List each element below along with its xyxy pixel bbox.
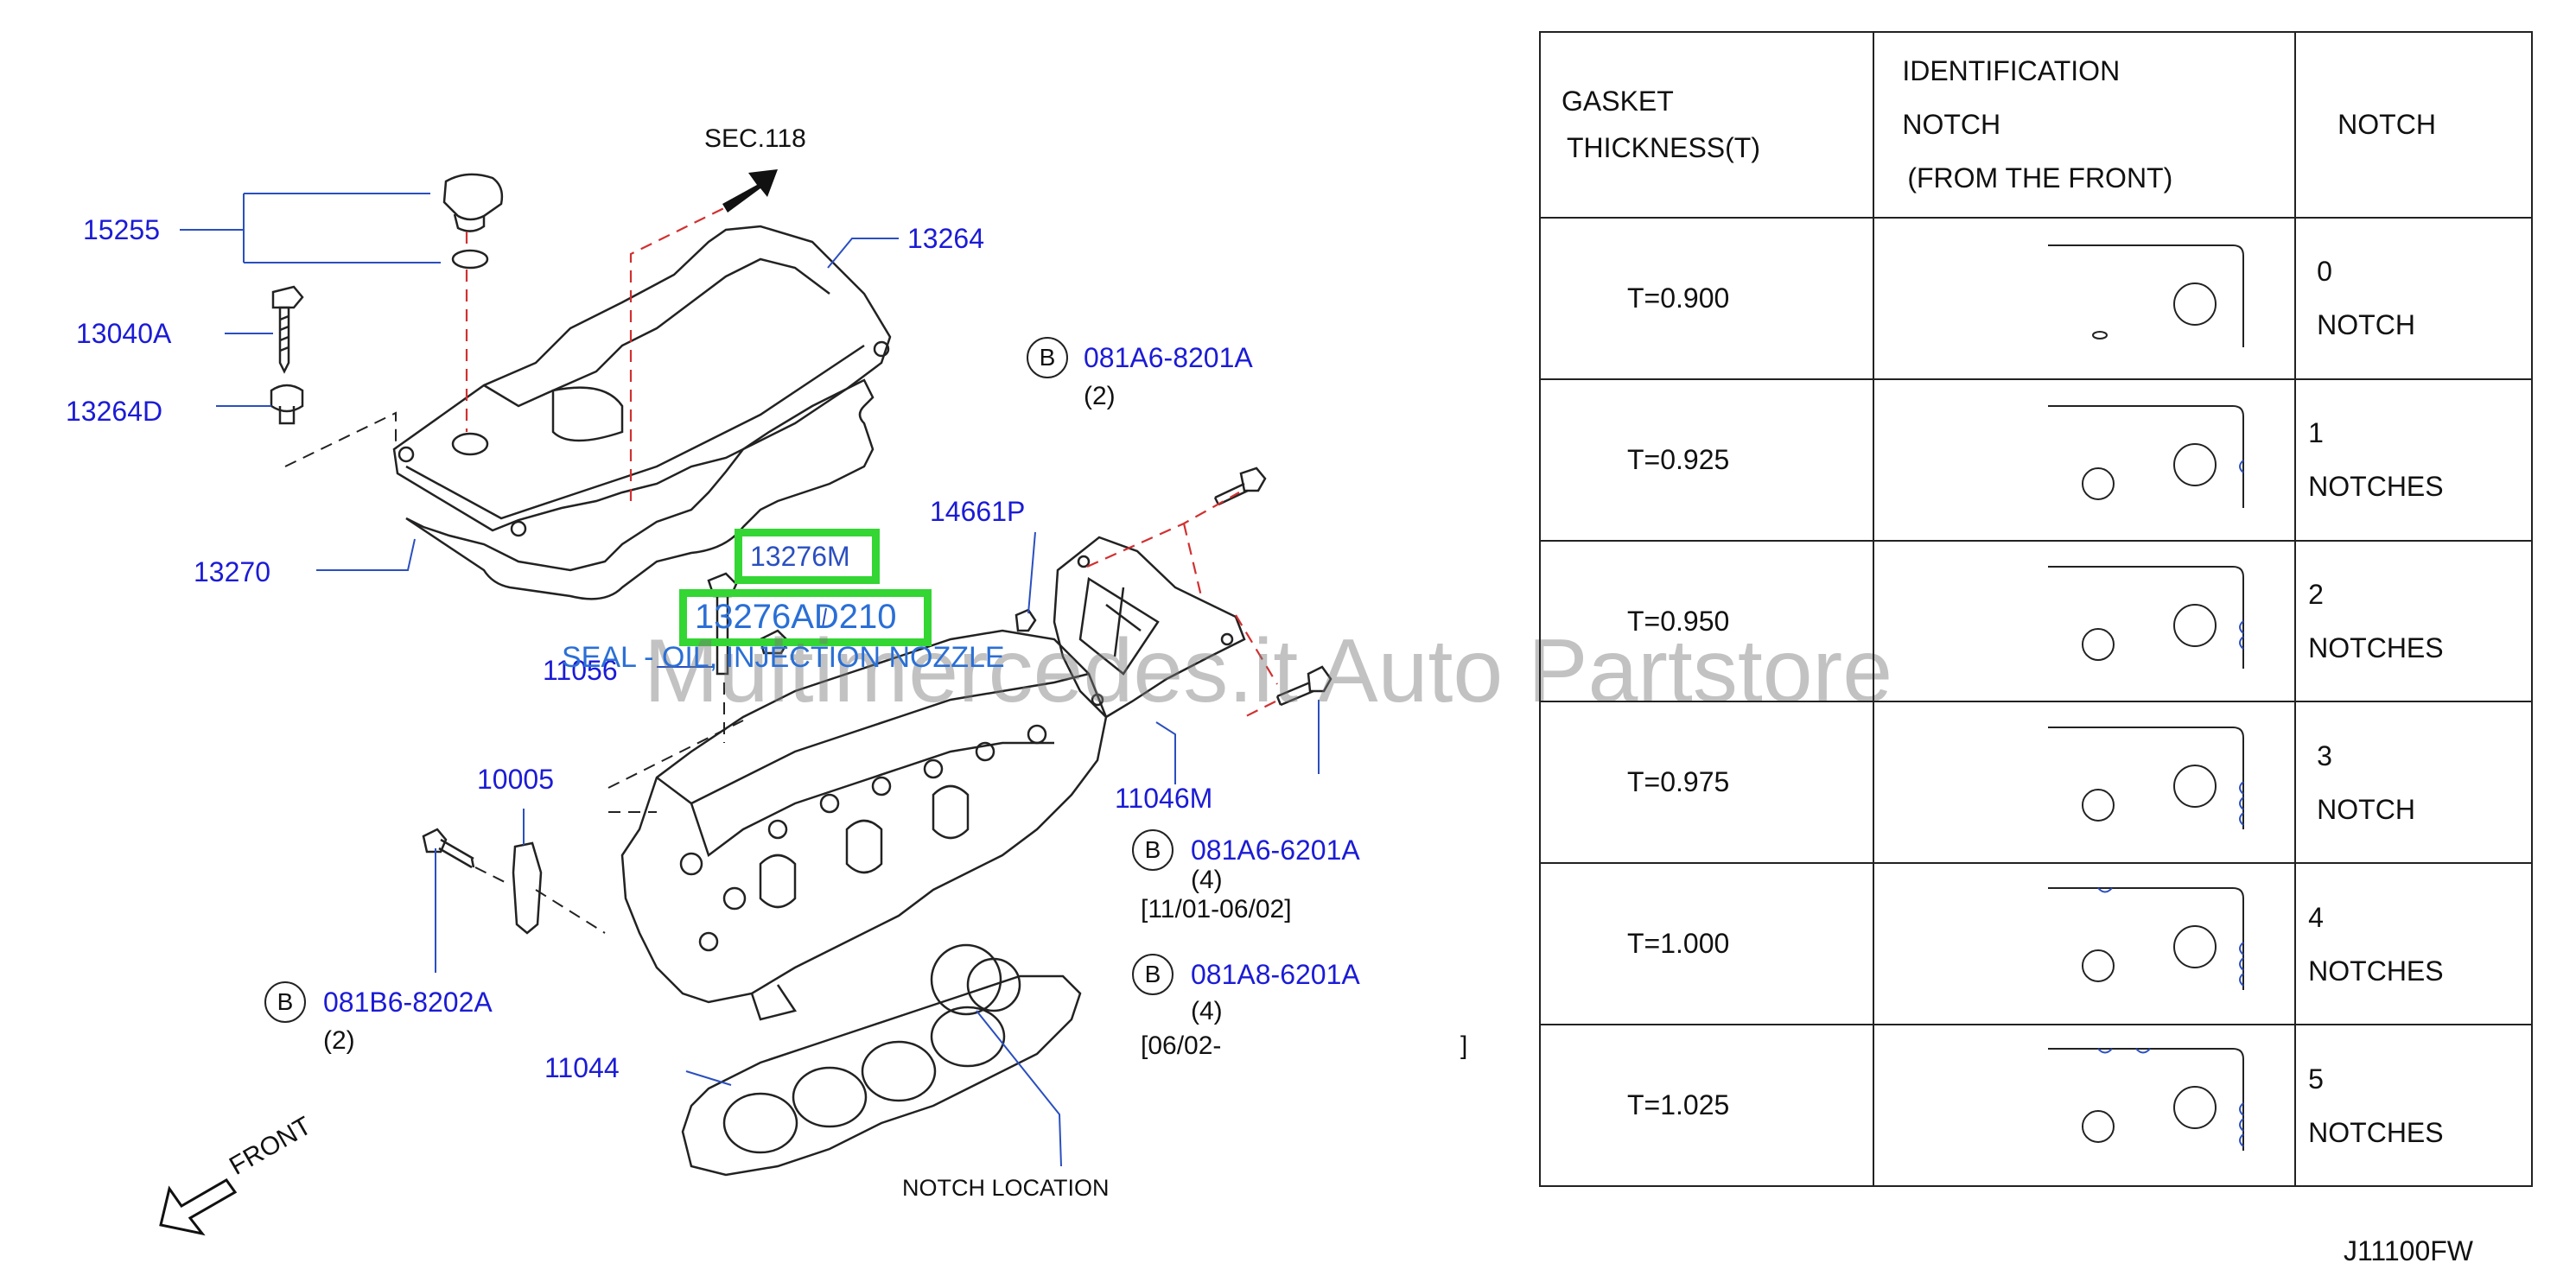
range-start-081a8-6201a: [06/02- xyxy=(1141,1031,1222,1060)
range-081a6-6201a: [11/01-06/02] xyxy=(1141,895,1292,923)
part-label-13276ad210[interactable]: 13276AD210 xyxy=(695,598,897,636)
thickness-cell: T=0.925 xyxy=(1538,378,1875,542)
part-label-11046m[interactable]: 11046M xyxy=(1115,783,1213,814)
thickness-cell: T=1.000 xyxy=(1538,862,1875,1026)
qty-081a8-6201a: (4) xyxy=(1191,997,1223,1025)
part-label-13264[interactable]: 13264 xyxy=(907,223,984,254)
part-label-11044[interactable]: 11044 xyxy=(544,1052,620,1083)
notch-drawing-cell xyxy=(1873,378,2297,542)
part-label-15255[interactable]: 15255 xyxy=(83,214,160,245)
qty-081a6-8201a: (2) xyxy=(1084,382,1116,410)
thickness-cell: T=1.025 xyxy=(1538,1024,1875,1187)
notch-location-circle xyxy=(930,943,1002,1016)
leader-lines xyxy=(180,193,1320,1167)
notch-drawing-cell xyxy=(1873,862,2297,1026)
cylinder-head xyxy=(620,629,1108,1021)
seal-oil-injection-nozzle-label[interactable]: SEAL - OIL, INJECTION NOZZLE xyxy=(562,641,1005,674)
qty-081a6-6201a: (4) xyxy=(1191,866,1223,894)
part-label-13264d[interactable]: 13264D xyxy=(66,396,163,427)
highlight-13276m xyxy=(735,529,880,584)
bolt-081a6-8201a xyxy=(1213,466,1267,506)
notch-drawing-cell xyxy=(1873,539,2297,703)
part-label-13270[interactable]: 13270 xyxy=(194,556,270,587)
header-identification-notch: IDENTIFICATION NOTCH (FROM THE FRONT) xyxy=(1873,31,2297,219)
bolt-081b6 xyxy=(422,828,475,869)
gasket-thickness-table: GASKET THICKNESS(T) IDENTIFICATION NOTCH… xyxy=(1538,31,2533,1187)
header-gasket-thickness: GASKET THICKNESS(T) xyxy=(1538,31,1875,219)
qty-081b6-8202a: (2) xyxy=(323,1026,355,1055)
notch-location-label: NOTCH LOCATION xyxy=(902,1175,1110,1201)
section-ref: SEC.118 xyxy=(704,124,806,153)
bolt-marker-b-4: B xyxy=(264,981,306,1023)
part-label-081b6-8202a[interactable]: 081B6-8202A xyxy=(323,987,493,1018)
bolt-marker-b-2: B xyxy=(1132,829,1174,871)
notch-drawing-cell xyxy=(1873,701,2297,865)
cap-gasket-ring xyxy=(451,249,489,270)
part-label-10005[interactable]: 10005 xyxy=(477,764,554,795)
front-arrow-icon xyxy=(159,1178,238,1236)
part-label-081a8-6201a[interactable]: 081A8-6201A xyxy=(1191,959,1360,990)
bolt-13040a xyxy=(271,285,304,374)
notch-drawing-cell xyxy=(1873,1024,2297,1187)
thickness-cell: T=0.975 xyxy=(1538,701,1875,865)
diagram-code: J11100FW xyxy=(2344,1235,2473,1266)
part-label-081a6-8201a[interactable]: 081A6-8201A xyxy=(1084,342,1253,373)
thickness-cell: T=0.900 xyxy=(1538,216,1875,380)
part-label-13276m[interactable]: 13276M xyxy=(750,541,850,572)
alignment-dashes xyxy=(465,200,1278,718)
gasket-10005 xyxy=(512,841,543,935)
bolt-081a6-6201a xyxy=(1275,665,1333,707)
part-label-11056[interactable]: 11056 xyxy=(543,655,618,686)
part-label-14661p[interactable]: 14661P xyxy=(930,496,1026,527)
plug-14661p xyxy=(1014,608,1037,632)
bolt-marker-b-1: B xyxy=(1027,337,1068,378)
thickness-cell: T=0.950 xyxy=(1538,539,1875,703)
bracket-11046m xyxy=(1053,536,1246,719)
range-end-081a8-6201a: ] xyxy=(1460,1031,1468,1060)
oil-filler-cap xyxy=(442,173,504,232)
part-label-13040a[interactable]: 13040A xyxy=(76,318,172,349)
grommet-13264d xyxy=(270,384,304,425)
part-label-081a6-6201a[interactable]: 081A6-6201A xyxy=(1191,835,1360,866)
nozzle-seal-13276m xyxy=(759,629,790,655)
highlight-13276ad210 xyxy=(679,589,932,646)
bolt-marker-b-3: B xyxy=(1132,954,1174,995)
table-header-row: GASKET THICKNESS(T) IDENTIFICATION NOTCH… xyxy=(1538,31,2533,219)
section-arrow-icon xyxy=(722,169,778,213)
assembly-dashes xyxy=(284,411,744,934)
header-notch: NOTCH xyxy=(2294,31,2533,219)
notch-drawing-cell xyxy=(1873,216,2297,380)
